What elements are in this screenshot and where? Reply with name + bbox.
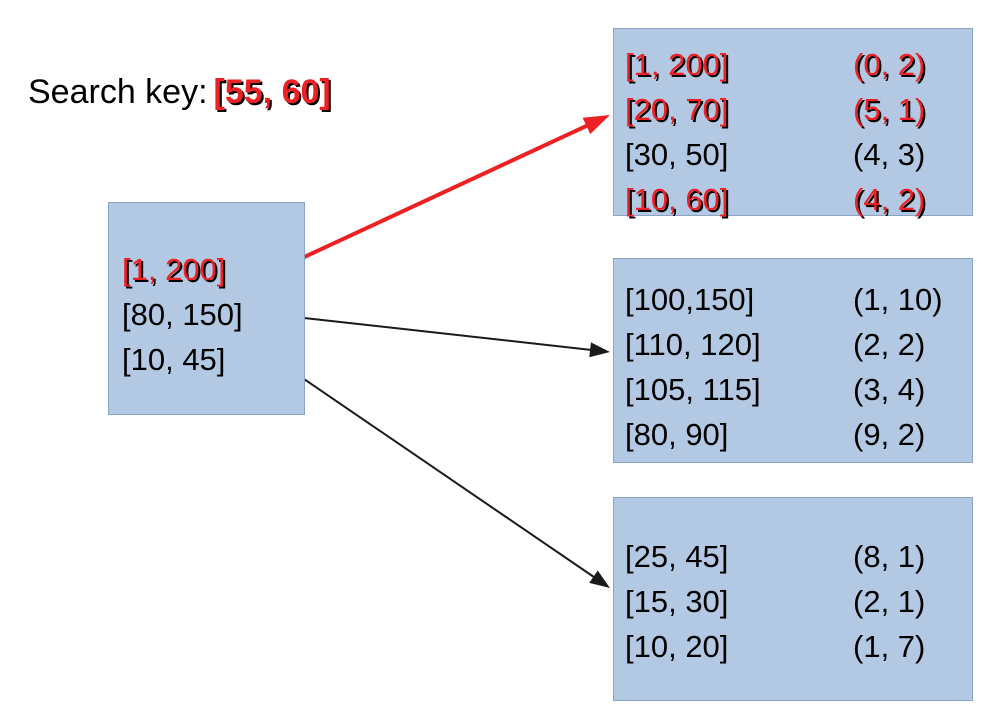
search-key-caption: Search key:[55, 60] <box>28 72 331 112</box>
entry-key: [1, 200] <box>625 47 729 82</box>
search-key-value: [55, 60] <box>213 73 331 111</box>
entry-key: [1, 200] <box>122 252 226 287</box>
entry-row: [10, 60] (4, 2) <box>625 177 972 222</box>
entry-value: (1, 10) <box>853 282 943 317</box>
entry-key: [80, 150] <box>122 297 243 332</box>
entry-key: [30, 50] <box>625 137 729 172</box>
entry-key: [25, 45] <box>625 539 729 574</box>
entry-row: [10, 20] (1, 7) <box>625 624 972 669</box>
entry-key: [110, 120] <box>625 327 761 362</box>
entry-value: (4, 3) <box>853 137 926 172</box>
entry-row: [20, 70] (5, 1) <box>625 87 972 132</box>
entry-key: [10, 20] <box>625 629 729 664</box>
entry-value: (9, 2) <box>853 417 926 452</box>
entry-row: [30, 50] (4, 3) <box>625 132 972 177</box>
entry-key: [10, 45] <box>122 342 226 377</box>
entry-row: [1, 200] <box>122 247 304 292</box>
entry-row: [105, 115] (3, 4) <box>625 367 972 412</box>
arrow-root-to-child-1-shaft <box>276 314 592 351</box>
entry-row: [25, 45] (8, 1) <box>625 534 972 579</box>
root-node-entries: [1, 200] [80, 150] [10, 45] <box>109 247 304 382</box>
entry-row: [100,150] (1, 10) <box>625 277 972 322</box>
entry-key: [100,150] <box>625 282 755 317</box>
entry-row: [80, 150] <box>122 292 304 337</box>
child-node-entries-0: [1, 200] (0, 2) [20, 70] (5, 1) [30, 50] (4, … <box>614 42 972 222</box>
entry-key: [80, 90] <box>625 417 729 452</box>
entry-value: (8, 1) <box>853 539 926 574</box>
arrow-root-to-child-2-head <box>589 570 610 588</box>
child-node-entries-2: [25, 45] (8, 1) [15, 30] (2, 1) [10, 20] (1, … <box>614 534 972 669</box>
entry-row: [80, 90] (9, 2) <box>625 412 972 457</box>
arrow-root-to-child-0-head <box>582 115 610 135</box>
search-key-label: Search key: <box>28 73 208 111</box>
entry-key: [20, 70] <box>625 92 729 127</box>
entry-key: [105, 115] <box>625 372 761 407</box>
arrow-root-to-child-2-shaft <box>262 350 596 579</box>
entry-value: (2, 2) <box>853 327 926 362</box>
child-node-box-2[interactable]: [25, 45] (8, 1) [15, 30] (2, 1) [10, 20] (1, … <box>613 497 973 701</box>
entry-value: (4, 2) <box>853 182 926 217</box>
root-node-box[interactable]: [1, 200] [80, 150] [10, 45] <box>108 202 305 415</box>
entry-key: [10, 60] <box>625 182 729 217</box>
entry-row: [15, 30] (2, 1) <box>625 579 972 624</box>
entry-key: [15, 30] <box>625 584 729 619</box>
entry-value: (1, 7) <box>853 629 926 664</box>
arrow-root-to-child-1-head <box>589 342 610 358</box>
arrow-root-to-child-0-shaft <box>271 123 590 274</box>
entry-row: [10, 45] <box>122 337 304 382</box>
entry-value: (5, 1) <box>853 92 926 127</box>
entry-value: (2, 1) <box>853 584 926 619</box>
entry-value: (3, 4) <box>853 372 926 407</box>
child-node-entries-1: [100,150] (1, 10) [110, 120] (2, 2) [105, 11… <box>614 277 972 457</box>
entry-row: [1, 200] (0, 2) <box>625 42 972 87</box>
entry-value: (0, 2) <box>853 47 926 82</box>
child-node-box-1[interactable]: [100,150] (1, 10) [110, 120] (2, 2) [105, 11… <box>613 258 973 463</box>
child-node-box-0[interactable]: [1, 200] (0, 2) [20, 70] (5, 1) [30, 50] (4, … <box>613 28 973 217</box>
entry-row: [110, 120] (2, 2) <box>625 322 972 367</box>
